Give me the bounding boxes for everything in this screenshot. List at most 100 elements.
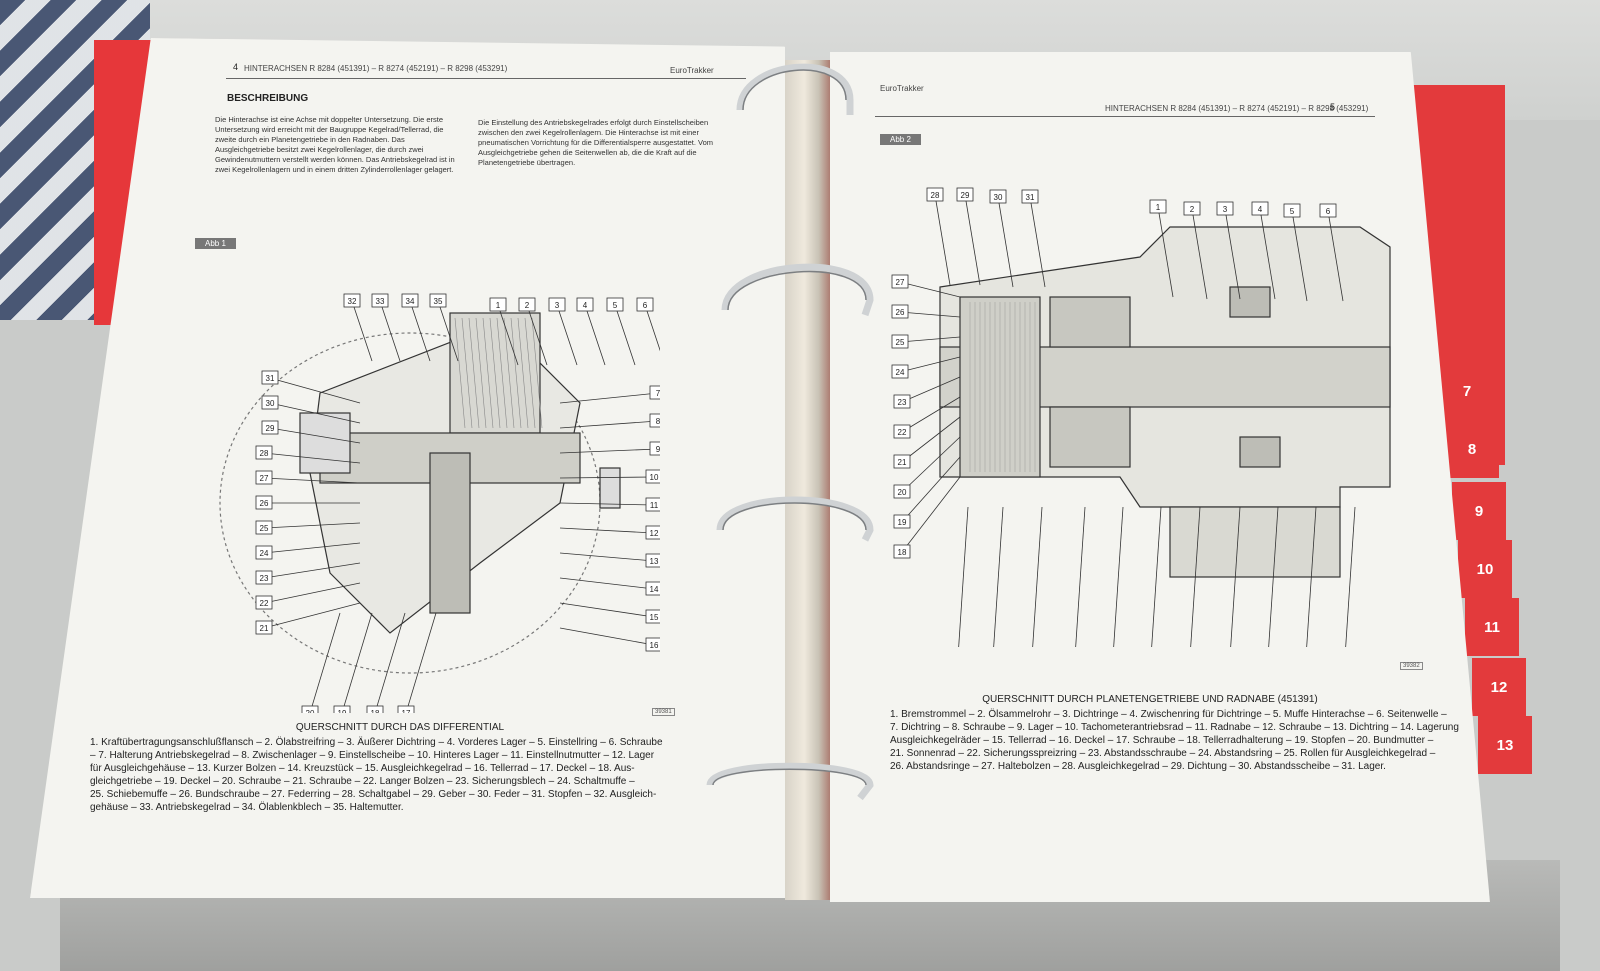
right-page: EuroTrakker HINTERACHSEN R 8284 (451391)… bbox=[830, 52, 1490, 902]
callout-box bbox=[1216, 201, 1234, 216]
callout-label: 31 bbox=[1026, 193, 1035, 202]
callout-box bbox=[989, 189, 1007, 204]
callout-label: 18 bbox=[371, 709, 380, 713]
callout-box bbox=[649, 413, 660, 428]
callout-box bbox=[333, 705, 351, 713]
callout-label: 15 bbox=[650, 613, 659, 622]
section-title: BESCHREIBUNG bbox=[227, 93, 309, 104]
callout-label: 2 bbox=[1190, 205, 1195, 214]
callout-label: 18 bbox=[898, 548, 907, 557]
figure-label-right: Abb 2 bbox=[880, 134, 921, 145]
callout-label: 6 bbox=[1326, 207, 1331, 216]
callout-box bbox=[893, 544, 911, 559]
right-page-brand: EuroTrakker bbox=[880, 84, 924, 93]
callout-box bbox=[891, 304, 909, 319]
callout-box bbox=[649, 441, 660, 456]
callout-box bbox=[255, 595, 273, 610]
callout-label: 29 bbox=[961, 191, 970, 200]
right-caption-line: 1. Bremstrommel – 2. Ölsammelrohr – 3. D… bbox=[890, 709, 1447, 720]
callout-label: 4 bbox=[583, 301, 588, 310]
left-caption-line: gleichgetriebe – 19. Deckel – 20. Schrau… bbox=[90, 776, 635, 787]
callout-label: 28 bbox=[931, 191, 940, 200]
left-page: 4 HINTERACHSEN R 8284 (451391) – R 8274 … bbox=[30, 38, 785, 898]
callout-label: 33 bbox=[376, 297, 385, 306]
callout-label: 24 bbox=[260, 549, 269, 558]
callout-label: 34 bbox=[406, 297, 415, 306]
right-page-header: HINTERACHSEN R 8284 (451391) – R 8274 (4… bbox=[1105, 104, 1369, 113]
callout-box bbox=[576, 297, 594, 312]
callout-box bbox=[429, 293, 447, 308]
callout-label: 11 bbox=[650, 501, 659, 510]
callout-label: 6 bbox=[643, 301, 648, 310]
callout-box bbox=[261, 420, 279, 435]
callout-label: 21 bbox=[898, 458, 907, 467]
callout-label: 9 bbox=[656, 445, 660, 454]
left-caption-line: für Ausgleichgehäuse – 13. Kurzer Bolzen… bbox=[90, 763, 635, 774]
callout-box bbox=[261, 395, 279, 410]
callout-box bbox=[645, 469, 660, 484]
callout-box bbox=[1283, 203, 1301, 218]
left-caption-line: 25. Schiebemuffe – 26. Bundschraube – 27… bbox=[90, 789, 657, 800]
header-rule-right bbox=[875, 116, 1375, 117]
callout-box bbox=[1251, 201, 1269, 216]
index-tab[interactable]: 8 bbox=[1445, 420, 1499, 478]
callout-box bbox=[255, 545, 273, 560]
callout-box bbox=[343, 293, 361, 308]
callout-box bbox=[548, 297, 566, 312]
callout-box bbox=[893, 484, 911, 499]
index-tab[interactable]: 7 bbox=[1440, 362, 1494, 420]
callout-label: 13 bbox=[650, 557, 659, 566]
index-tab[interactable]: 12 bbox=[1472, 658, 1526, 716]
callout-label: 8 bbox=[656, 417, 660, 426]
ring-4 bbox=[706, 762, 874, 801]
left-caption-title: QUERSCHNITT DURCH DAS DIFFERENTIAL bbox=[295, 722, 505, 733]
ring-1 bbox=[736, 63, 854, 115]
callout-box bbox=[891, 274, 909, 289]
callout-label: 20 bbox=[306, 709, 315, 713]
callout-label: 7 bbox=[656, 389, 660, 398]
index-tab[interactable]: 10 bbox=[1458, 540, 1512, 598]
callout-label: 17 bbox=[402, 709, 411, 713]
callout-box bbox=[1021, 189, 1039, 204]
callout-label: 14 bbox=[650, 585, 659, 594]
callout-label: 1 bbox=[496, 301, 501, 310]
description-col1: Die Hinterachse ist eine Achse mit doppe… bbox=[215, 115, 455, 174]
callout-box bbox=[893, 514, 911, 529]
callout-box bbox=[606, 297, 624, 312]
right-caption: 1. Bremstrommel – 2. Ölsammelrohr – 3. D… bbox=[890, 708, 1470, 773]
callout-label: 2 bbox=[525, 301, 530, 310]
callout-box bbox=[645, 637, 660, 652]
figure-label: Abb 1 bbox=[195, 238, 236, 249]
index-tab[interactable]: 13 bbox=[1478, 716, 1532, 774]
callout-label: 4 bbox=[1258, 205, 1263, 214]
callout-label: 24 bbox=[896, 368, 905, 377]
callout-box bbox=[401, 293, 419, 308]
left-caption-line: 1. Kraftübertragungsanschlußflansch – 2.… bbox=[90, 737, 663, 748]
callout-label: 27 bbox=[896, 278, 905, 287]
right-page-number: 5 bbox=[1330, 102, 1336, 112]
callout-label: 30 bbox=[994, 193, 1003, 202]
ring-3 bbox=[716, 496, 874, 542]
left-image-number: 39381 bbox=[652, 708, 675, 716]
callout-label: 19 bbox=[338, 709, 347, 713]
index-tab[interactable]: 11 bbox=[1465, 598, 1519, 656]
callout-box bbox=[649, 385, 660, 400]
left-caption-line: – 7. Halterung Antriebskegelrad – 8. Zwi… bbox=[90, 750, 655, 761]
callout-box bbox=[397, 705, 415, 713]
callout-box bbox=[956, 187, 974, 202]
callout-box bbox=[645, 525, 660, 540]
callout-box bbox=[255, 495, 273, 510]
index-tab[interactable]: 9 bbox=[1452, 482, 1506, 540]
callout-box bbox=[891, 364, 909, 379]
callout-box bbox=[1149, 199, 1167, 214]
callout-label: 25 bbox=[896, 338, 905, 347]
right-caption-line: 26. Abstandsringe – 27. Haltebolzen – 28… bbox=[890, 761, 1386, 772]
callout-box bbox=[636, 297, 654, 312]
callout-box bbox=[255, 445, 273, 460]
callout-label: 29 bbox=[266, 424, 275, 433]
callout-box bbox=[893, 394, 911, 409]
callout-label: 28 bbox=[260, 449, 269, 458]
callout-label: 23 bbox=[260, 574, 269, 583]
callout-box bbox=[891, 334, 909, 349]
